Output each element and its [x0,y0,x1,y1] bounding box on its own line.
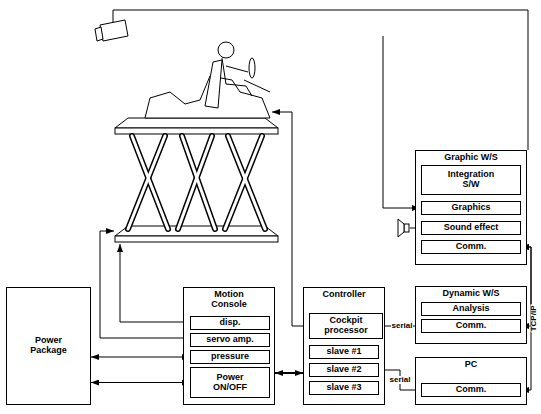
box-label: Graphics [451,203,490,213]
box-label: Sound effect [444,223,499,233]
actuators [128,136,265,229]
box-label: Power ON/OFF [208,373,253,393]
group-box: ControllerCockpit processor slave #1 slave… [303,287,385,405]
base-plate-edge [115,236,278,242]
box-label: slave #3 [326,383,361,393]
block-box: Analysis [421,302,521,316]
box-label: Power Package [24,336,74,356]
box-label: Integration S/W [441,170,501,190]
projector-lens [95,27,103,41]
block-box: Comm. [421,240,521,254]
driver-body [222,58,252,96]
box-label: slave #1 [326,347,361,357]
top-plate-edge [115,128,278,134]
block-box: slave #2 [309,363,379,377]
box-heading: Graphic W/S [416,153,526,163]
block-box: Power ON/OFF [190,367,270,398]
connector [275,372,303,374]
top-plate [115,118,278,128]
box-label: disp. [219,318,240,328]
box-label: Comm. [456,321,487,331]
block-box: Graphics [421,201,521,215]
box-label: Cockpit processor [310,316,382,336]
box-label: Comm. [456,242,487,252]
box-label: servo amp. [206,335,254,345]
box-heading: Controller [304,290,384,300]
block-box: pressure [190,350,270,364]
group-box: Motion Console disp. servo amp. pressurePow… [183,287,275,405]
projector-body [100,20,128,41]
block-box: Comm. [421,319,521,333]
line-label: serial [389,376,412,385]
block-box: servo amp. [190,333,270,347]
block-box: Power Package [6,287,91,405]
connector [91,382,190,383]
driver-head [218,42,234,58]
block-box: Cockpit processor [309,313,383,339]
seat [205,60,222,108]
speaker-cone [398,219,404,237]
group-box: PC Comm. [415,357,527,405]
block-box: Sound effect [421,221,521,235]
block-box: disp. [190,316,270,330]
dashboard [244,80,270,92]
block-box: Integration S/W [421,165,521,195]
box-label: pressure [211,352,249,362]
group-box: Dynamic W/S AnalysisComm. [415,286,527,344]
box-heading: PC [416,360,526,370]
connector [91,357,190,358]
block-box: Comm. [421,383,521,397]
steering-wheel [249,58,255,78]
line-label: serial [391,322,414,331]
disp-wire [120,244,190,322]
protocol-label: TCP/IP [530,304,539,332]
box-label: slave #2 [326,365,361,375]
box-heading: Dynamic W/S [416,289,526,299]
group-box: Graphic W/S Integration S/W GraphicsSound … [415,150,527,265]
speaker-symbol [404,224,409,232]
base-plate [115,226,278,236]
servo-wire [100,231,190,338]
video-cable [113,10,528,150]
block-box: slave #3 [309,381,379,395]
box-label: Analysis [452,304,489,314]
block-box: slave #1 [309,345,379,359]
box-label: Comm. [456,385,487,395]
box-heading: Motion Console [204,290,254,310]
